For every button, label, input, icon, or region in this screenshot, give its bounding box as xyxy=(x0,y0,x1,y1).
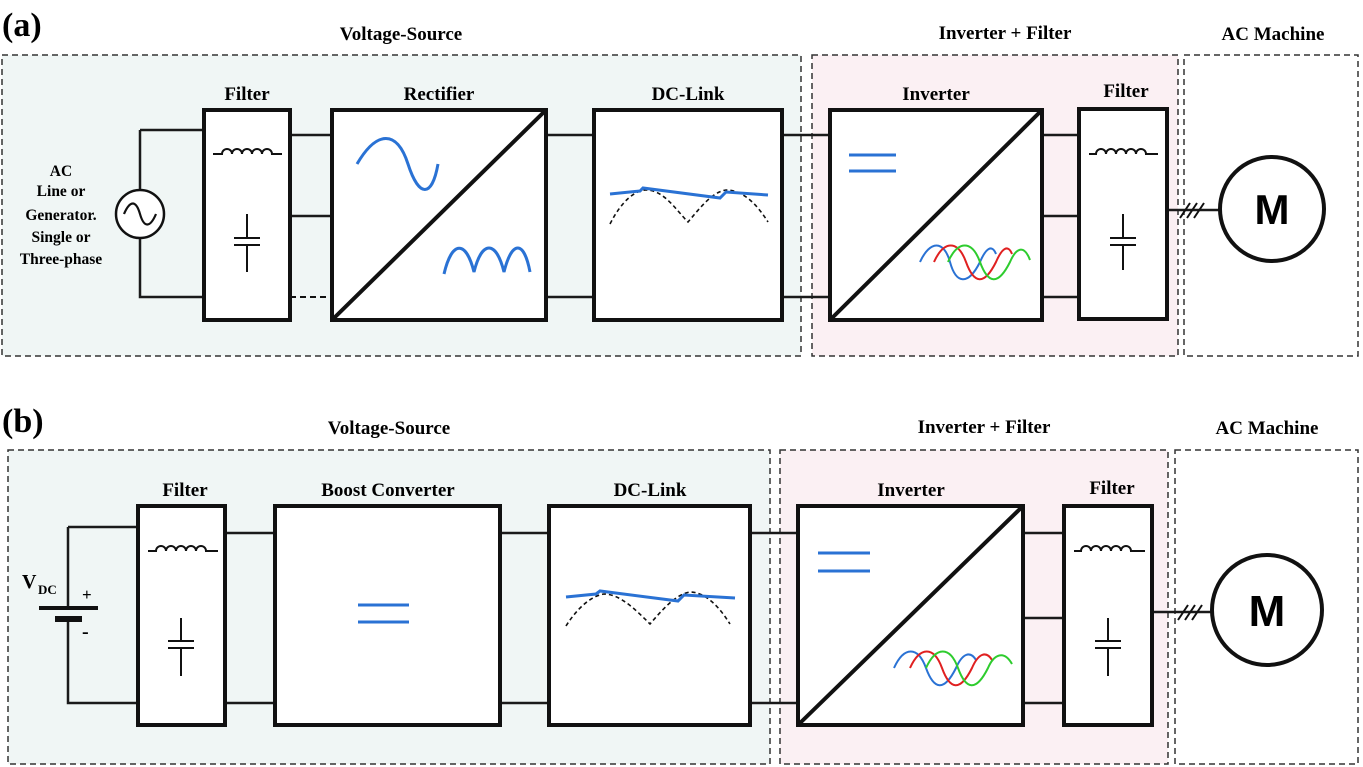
inverter-filter-label: Inverter + Filter xyxy=(918,417,1051,438)
capacitor-icon xyxy=(1110,214,1136,270)
dc-equals-icon xyxy=(849,153,896,173)
input-filter-block xyxy=(136,504,227,727)
voltage-source-label: Voltage-Source xyxy=(340,24,462,45)
svg-text:Line or: Line or xyxy=(37,183,86,200)
inverter-label: Inverter xyxy=(877,480,945,501)
ac-source-icon xyxy=(114,188,166,240)
panel-b-tag: (b) xyxy=(2,403,44,440)
three-phase-wave-icon xyxy=(919,244,1031,281)
inverter-label: Inverter xyxy=(902,84,970,105)
motor-icon: M xyxy=(1218,155,1326,263)
svg-text:Three-phase: Three-phase xyxy=(20,251,103,268)
output-filter-label: Filter xyxy=(1089,478,1135,499)
inverter-diagonal xyxy=(796,504,1025,727)
dc-link-label: DC-Link xyxy=(652,84,725,105)
panel-a: (a) Voltage-Source Inverter + Filter AC … xyxy=(1,7,1359,357)
vdc-label: V DC xyxy=(22,571,57,597)
svg-text:M: M xyxy=(1255,186,1290,233)
dc-ripple-icon xyxy=(609,186,769,200)
svg-text:+: + xyxy=(82,585,92,604)
svg-text:M: M xyxy=(1249,587,1286,636)
source-wires xyxy=(66,525,138,705)
svg-text:DC: DC xyxy=(38,582,57,597)
interconnect-wires xyxy=(290,133,1220,299)
capacitor-icon xyxy=(234,214,260,272)
motor-icon: M xyxy=(1210,553,1324,667)
dc-link-label: DC-Link xyxy=(614,480,687,501)
interconnect-wires xyxy=(225,531,1212,705)
dc-equals-icon xyxy=(818,551,870,573)
capacitor-icon xyxy=(1095,618,1121,676)
output-filter-block xyxy=(1062,504,1154,727)
three-phase-wave-icon xyxy=(893,650,1013,687)
ac-machine-label: AC Machine xyxy=(1222,24,1325,45)
dc-equals-icon xyxy=(358,603,409,624)
source-wires xyxy=(138,128,204,299)
rectifier-diagonal xyxy=(330,108,548,322)
inverter-filter-label: Inverter + Filter xyxy=(939,23,1072,44)
svg-text:Generator.: Generator. xyxy=(25,207,96,224)
rectifier-label: Rectifier xyxy=(404,84,475,105)
svg-text:-: - xyxy=(82,621,89,643)
dc-ripple-icon xyxy=(565,589,736,603)
ac-source-label: AC Line or Generator. Single or Three-ph… xyxy=(20,163,103,268)
inductor-icon xyxy=(213,148,282,155)
svg-text:V: V xyxy=(22,571,37,593)
three-phase-slash-icon xyxy=(1177,604,1203,621)
rectified-envelope xyxy=(565,591,731,627)
inductor-icon xyxy=(1074,545,1145,552)
panel-a-tag: (a) xyxy=(2,7,42,44)
battery-icon: + - xyxy=(39,585,98,643)
svg-text:Single or: Single or xyxy=(32,229,91,246)
filter-label: Filter xyxy=(224,84,270,105)
capacitor-icon xyxy=(168,618,194,676)
voltage-source-label: Voltage-Source xyxy=(328,418,450,439)
ac-machine-label: AC Machine xyxy=(1216,418,1319,439)
inverter-diagonal xyxy=(828,108,1044,322)
dc-link-block xyxy=(592,108,784,322)
inductor-icon xyxy=(148,545,218,552)
boost-converter-block xyxy=(273,504,502,727)
rectified-wave-icon xyxy=(442,246,532,275)
ac-sine-icon xyxy=(355,137,440,191)
output-filter-label: Filter xyxy=(1103,81,1149,102)
three-phase-slash-icon xyxy=(1179,202,1205,219)
boost-converter-label: Boost Converter xyxy=(321,480,455,501)
dc-link-block xyxy=(547,504,752,727)
inductor-icon xyxy=(1089,148,1158,155)
svg-text:AC: AC xyxy=(50,163,72,180)
filter-label: Filter xyxy=(162,480,208,501)
panel-b: (b) Voltage-Source Inverter + Filter AC … xyxy=(2,403,1359,765)
